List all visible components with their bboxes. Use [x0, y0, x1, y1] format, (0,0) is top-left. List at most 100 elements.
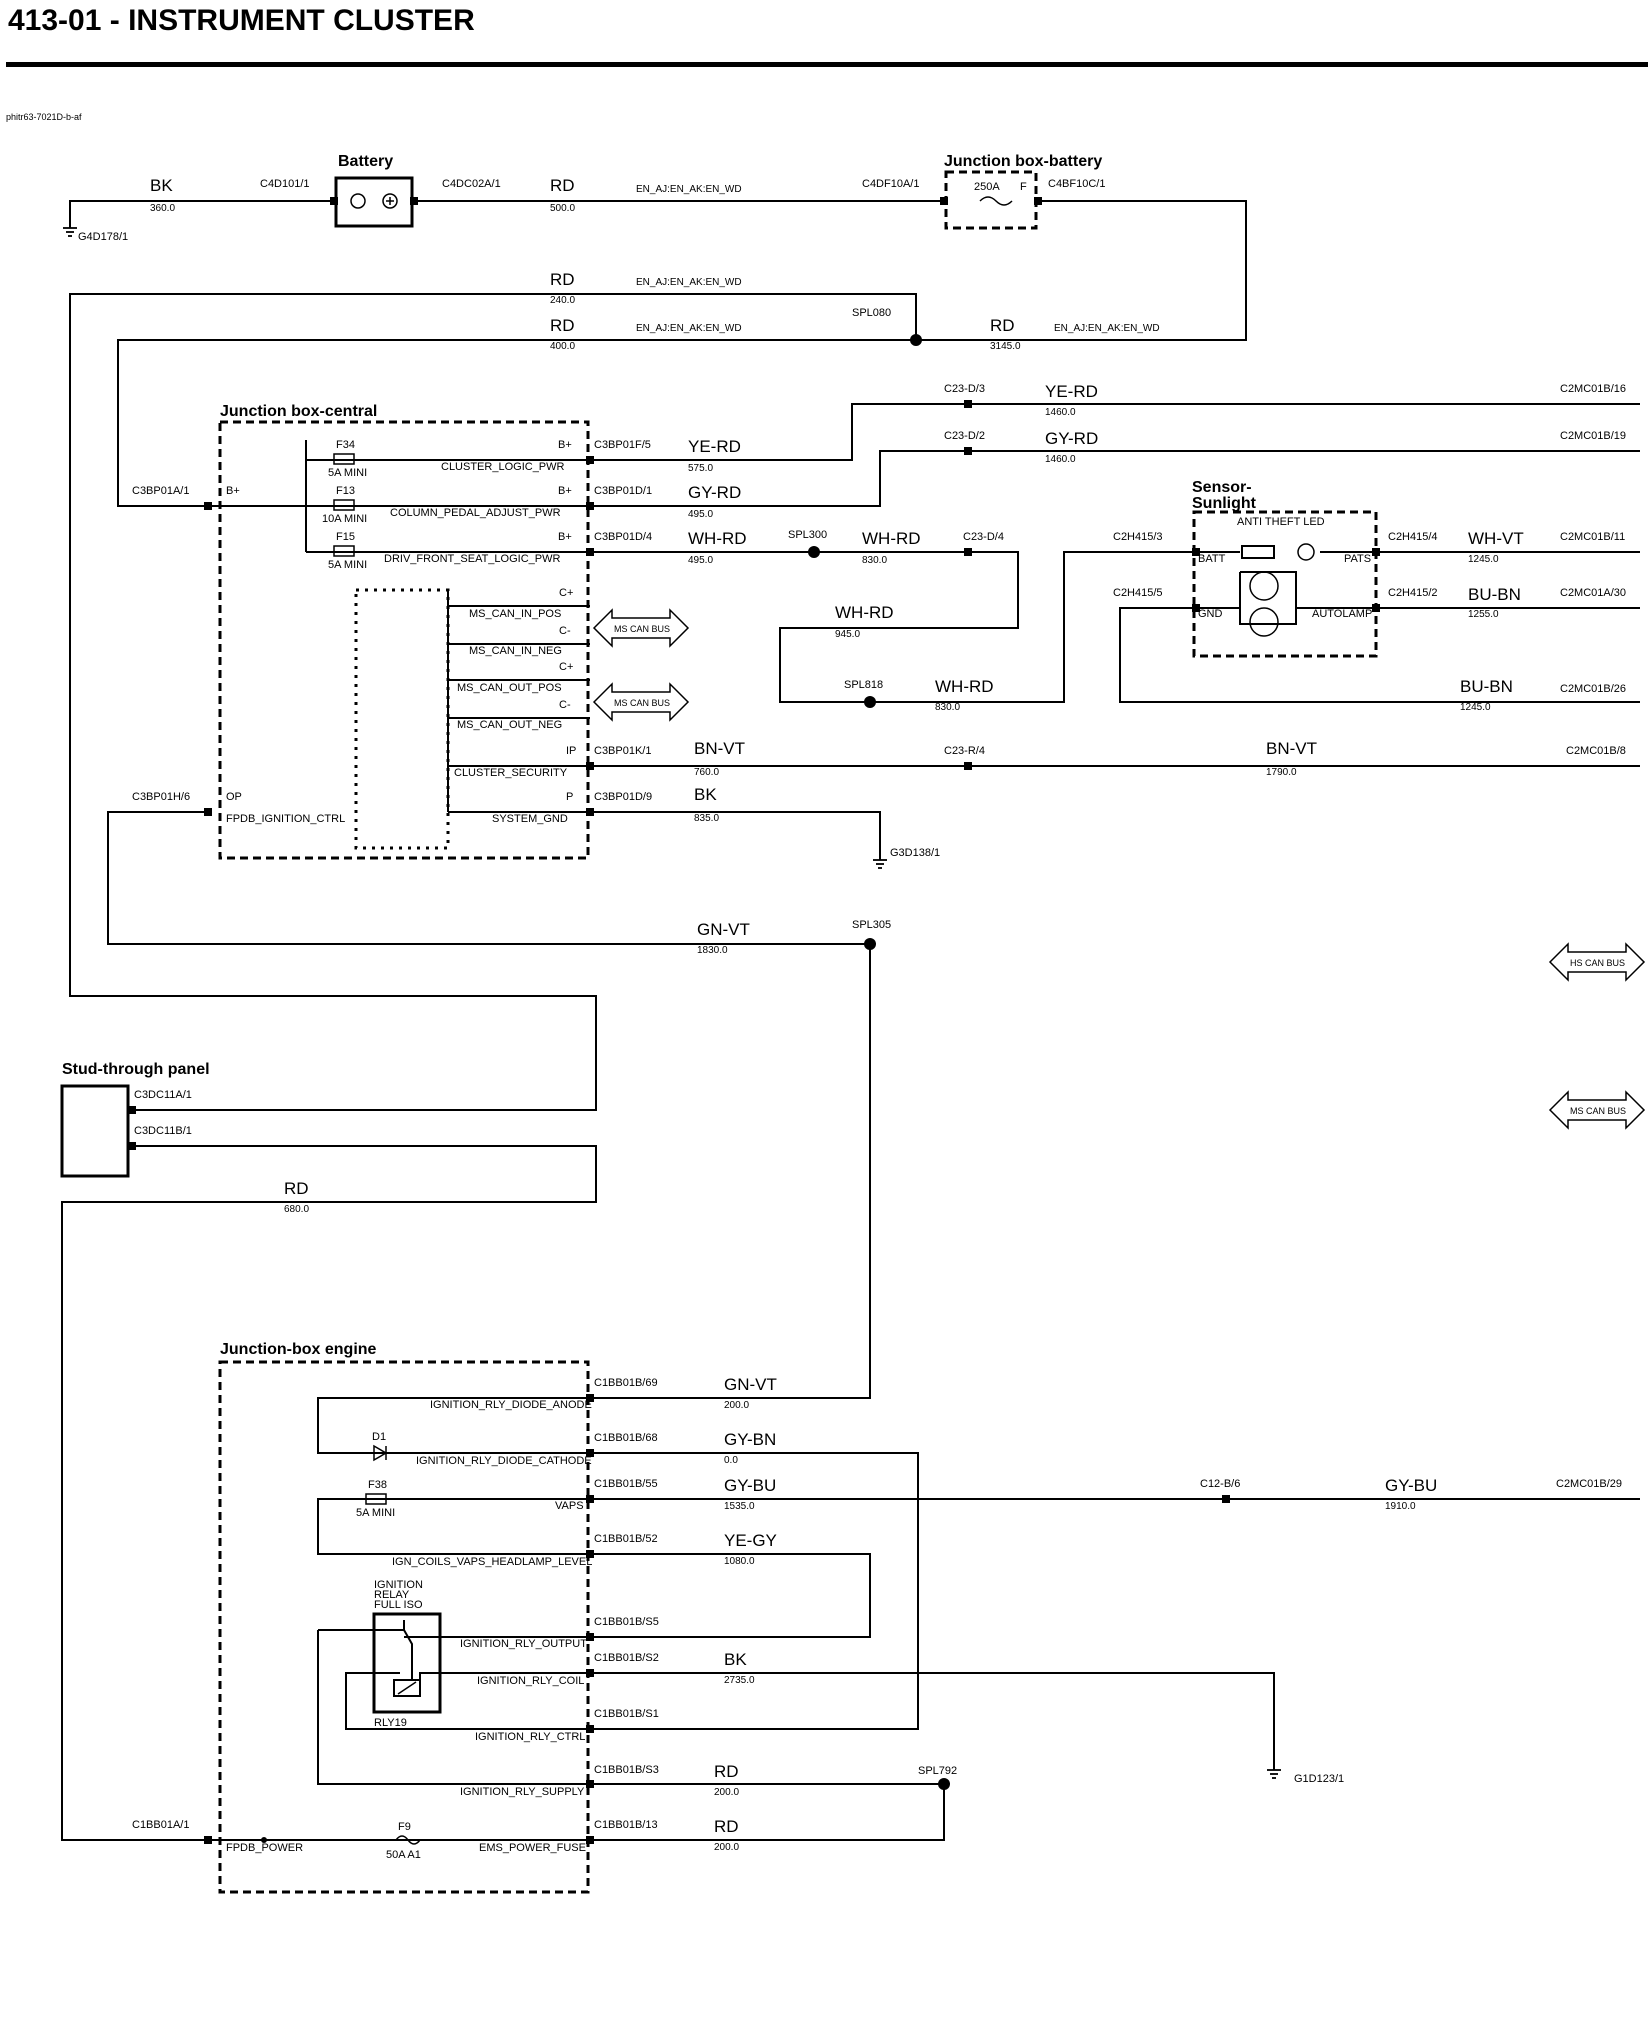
fuse-label-f9: F9	[398, 1821, 411, 1833]
wire-label: RD	[550, 176, 575, 195]
wire-label: WH-RD	[862, 529, 921, 548]
junction-box-engine-title: Junction-box engine	[220, 1341, 377, 1358]
wire-jbb-out	[916, 200, 1247, 341]
wire-label: C1BB01B/S5	[594, 1616, 659, 1628]
wire-label: C23-R/4	[944, 745, 985, 757]
fuse-label-f15: F15	[336, 531, 355, 543]
wire-label: C4DC02A/1	[442, 178, 501, 190]
page-title: 413-01 - INSTRUMENT CLUSTER	[8, 4, 475, 37]
wire-ye-rd	[590, 403, 1640, 461]
fuse-label-f15-rating: 5A MINI	[328, 559, 367, 571]
wire-label: C12-B/6	[1200, 1478, 1240, 1490]
wire-label: IP	[566, 745, 576, 757]
junction-box-central-inner	[354, 588, 450, 850]
splice-dot-spl818	[864, 696, 876, 708]
connector-stub	[586, 808, 594, 816]
ground-label-g3d138: G3D138/1	[890, 847, 940, 859]
splice-label-spl792: SPL792	[918, 1765, 957, 1777]
wire-label: C2MC01B/19	[1560, 430, 1626, 442]
fuse-label-250a-f: F	[1020, 181, 1027, 193]
wire-label: C23-D/3	[944, 383, 985, 395]
wire-label: GY-BU	[724, 1476, 776, 1495]
bus-arrows	[592, 608, 1646, 1130]
junction-box-central-outline	[218, 420, 590, 860]
component-titles: Battery Junction box-battery Junction bo…	[62, 153, 1257, 1358]
wire-label: C2MC01B/29	[1556, 1478, 1622, 1490]
wire-label: IGNITION_RLY_OUTPUT	[460, 1638, 587, 1650]
wire-label: B+	[558, 531, 572, 543]
wire-label: C1BB01B/S1	[594, 1708, 659, 1720]
sensor-sunlight-outline	[1192, 510, 1378, 658]
wire-label: BN-VT	[694, 739, 745, 758]
wire-label: C2H415/2	[1388, 587, 1438, 599]
fuse-label-f13-rating: 10A MINI	[322, 513, 367, 525]
wire-label: C2MC01B/11	[1560, 531, 1625, 543]
wire-label: C3BP01H/6	[132, 791, 190, 803]
junction-box-central-title: Junction box-central	[220, 403, 377, 420]
splice-dots	[261, 334, 950, 1843]
connector-stub	[1192, 604, 1200, 612]
connector-stub	[330, 197, 338, 205]
connector-stub	[1222, 1495, 1230, 1503]
wire-label: C2H415/3	[1113, 531, 1163, 543]
relay-id-label: RLY19	[374, 1717, 407, 1729]
wire-label: GN-VT	[697, 920, 750, 939]
fuse-250a	[979, 196, 1013, 206]
bus-labels: MS CAN BUS MS CAN BUS HS CAN BUS MS CAN …	[614, 624, 1626, 1116]
wire-label: 1790.0	[1266, 767, 1297, 778]
diode-d1	[373, 1444, 388, 1462]
ground-label-g4d178: G4D178/1	[78, 231, 128, 243]
wire-label: BK	[694, 785, 717, 804]
bus-label-2: MS CAN BUS	[614, 698, 670, 708]
wire-label: C4DF10A/1	[862, 178, 919, 190]
wire-label: RD	[284, 1179, 309, 1198]
connector-stub	[586, 1669, 594, 1677]
wire-label: C+	[559, 661, 573, 673]
wire-label: 200.0	[714, 1787, 739, 1798]
connector-stub	[964, 400, 972, 408]
wire-label: B+	[226, 485, 240, 497]
sensor-sunlight-title-2: Sunlight	[1192, 495, 1257, 512]
splice-dot-spl300	[808, 546, 820, 558]
wire-label: EN_AJ:EN_AK:EN_WD	[1054, 323, 1160, 334]
wire-label: C2MC01B/26	[1560, 683, 1626, 695]
wire-label: 830.0	[862, 555, 887, 566]
wire-label: C1BB01B/52	[594, 1533, 658, 1545]
wire-label: FPDB_IGNITION_CTRL	[226, 813, 345, 825]
ground-symbols	[63, 227, 1281, 1779]
wire-rd-400	[117, 339, 916, 507]
connector-stub	[586, 548, 594, 556]
relay-label-2: RELAY	[374, 1589, 410, 1601]
wire-label: ANTI THEFT LED	[1237, 516, 1325, 528]
wire-gy-bn	[590, 1452, 919, 1730]
wire-label: WH-RD	[935, 677, 994, 696]
wire-gn-vt	[107, 811, 871, 1399]
wire-label: 1245.0	[1468, 554, 1499, 565]
splice-dot-spl305	[864, 938, 876, 950]
title-rule	[6, 62, 1648, 67]
wire-label: C1BB01B/69	[594, 1377, 658, 1389]
battery-terminal-positive	[382, 193, 398, 209]
connector-stub	[586, 1550, 594, 1558]
wire-label: YE-GY	[724, 1531, 777, 1550]
fuse-f9	[395, 1835, 421, 1845]
wire-label: 1460.0	[1045, 407, 1076, 418]
wire-wh-rd	[590, 551, 1196, 703]
connector-stub	[586, 1836, 594, 1844]
phototransistor-2	[1249, 607, 1279, 637]
relay-label-1: IGNITION	[374, 1579, 423, 1591]
fuse-label-f9-rating: 50A A1	[386, 1849, 421, 1861]
wire-label: C2MC01B/16	[1560, 383, 1626, 395]
wire-label: 760.0	[694, 767, 719, 778]
wire-label: 575.0	[688, 463, 713, 474]
wire-label: C2MC01A/30	[1560, 587, 1626, 599]
stud-through-panel-box	[60, 1084, 130, 1178]
wire-label: C2MC01B/8	[1566, 745, 1626, 757]
connector-stub	[940, 197, 948, 205]
wire-label: 200.0	[724, 1400, 749, 1411]
wire-label: 400.0	[550, 341, 575, 352]
wire-label: MS_CAN_OUT_POS	[457, 682, 562, 694]
wire-label: GY-RD	[688, 483, 741, 502]
wire-group	[61, 200, 1640, 1841]
fuse-f13	[333, 499, 355, 511]
